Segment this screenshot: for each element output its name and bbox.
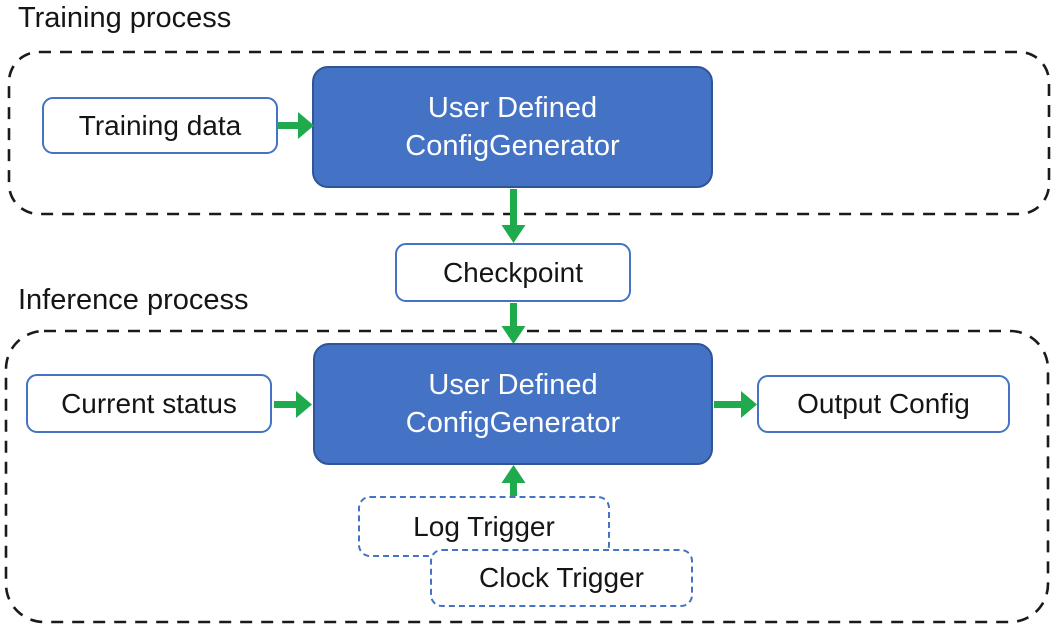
clock-trigger-label: Clock Trigger <box>479 562 644 593</box>
arrow-generator-to-output-config-icon <box>714 391 757 418</box>
arrow-current-status-to-generator-icon <box>274 391 312 418</box>
inference-config-generator-line1: User Defined <box>428 369 598 401</box>
output-config-node: Output Config <box>757 375 1010 433</box>
checkpoint-label: Checkpoint <box>442 256 584 288</box>
current-status-label: Current status <box>61 387 237 419</box>
log-trigger-label: Log Trigger <box>413 510 555 542</box>
arrow-training-data-to-generator-icon <box>277 112 314 139</box>
training-data-label: Training data <box>78 109 242 141</box>
arrow-log-trigger-to-generator-icon <box>501 465 526 498</box>
arrow-generator-to-checkpoint-icon <box>501 189 526 243</box>
training-config-generator-line2: ConfigGenerator <box>405 130 620 162</box>
training-process-label: Training process <box>18 2 232 34</box>
current-status-node: Current status <box>26 374 272 433</box>
output-config-label: Output Config <box>797 388 970 419</box>
arrow-checkpoint-to-inference-generator-icon <box>501 303 526 344</box>
inference-process-label: Inference process <box>18 284 249 316</box>
inference-config-generator-line2: ConfigGenerator <box>405 407 621 439</box>
training-data-node: Training data <box>42 97 278 154</box>
log-trigger-node: Log Trigger <box>358 496 610 557</box>
checkpoint-node: Checkpoint <box>395 243 631 302</box>
training-config-generator-node: User Defined ConfigGenerator <box>312 66 713 188</box>
clock-trigger-node: Clock Trigger <box>430 549 693 607</box>
inference-config-generator-node: User Defined ConfigGenerator <box>313 343 713 465</box>
training-config-generator-line1: User Defined <box>427 92 598 124</box>
